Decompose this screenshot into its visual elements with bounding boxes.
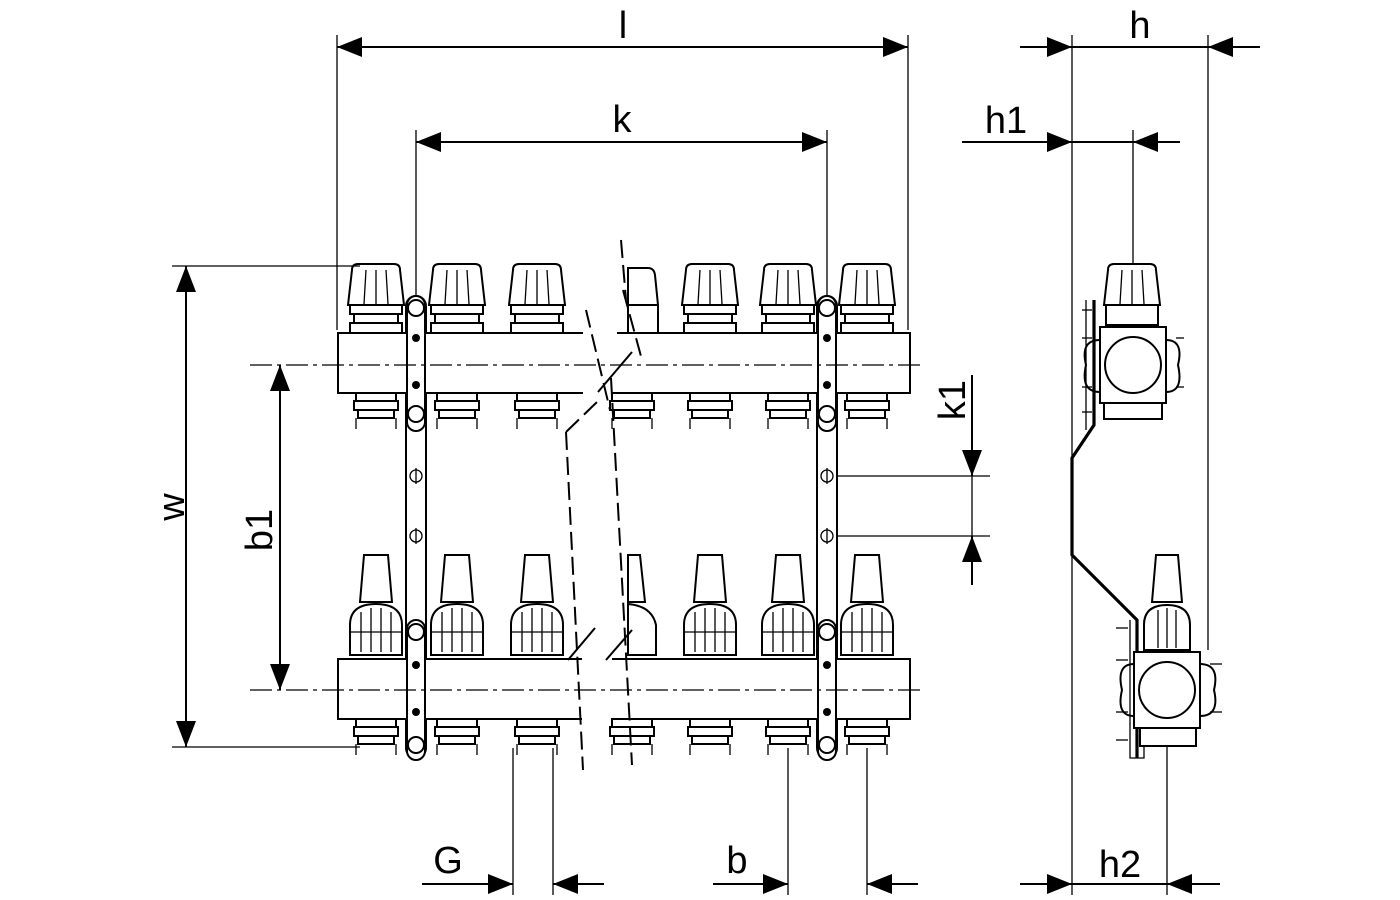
dimension-b: b — [713, 748, 918, 895]
dimension-h1: h1 — [962, 100, 1180, 265]
lower-manifold-bar — [337, 627, 911, 725]
label-b1: b1 — [239, 509, 281, 551]
upper-valves — [347, 263, 896, 334]
dimension-b1: b1 — [239, 365, 290, 690]
dimension-w: w — [151, 265, 360, 748]
dimension-h: h — [1020, 5, 1260, 895]
label-G: G — [433, 840, 463, 882]
label-l: l — [619, 5, 627, 47]
label-h: h — [1129, 5, 1150, 47]
label-w: w — [151, 493, 193, 522]
lower-nipples — [353, 718, 890, 756]
side-view — [1070, 263, 1222, 759]
label-k: k — [613, 99, 633, 141]
label-h1: h1 — [985, 100, 1027, 142]
dimension-G: G — [422, 748, 604, 895]
upper-nipples — [353, 392, 890, 430]
label-k1: k1 — [932, 380, 974, 420]
bracket-screws — [406, 295, 837, 761]
dimension-l: l — [336, 5, 909, 330]
label-b: b — [726, 840, 747, 882]
lower-valves — [349, 554, 894, 656]
label-h2: h2 — [1099, 844, 1141, 886]
dimension-k1: k1 — [836, 375, 990, 585]
dimension-k: k — [415, 99, 828, 296]
front-view — [250, 239, 920, 771]
break-lines — [565, 239, 633, 771]
dimension-h2: h2 — [1020, 746, 1220, 895]
